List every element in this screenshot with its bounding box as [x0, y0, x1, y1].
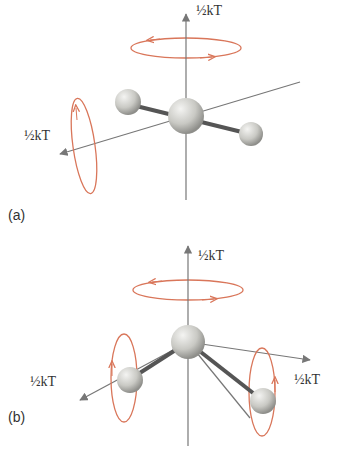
- energy-label: ½kT: [194, 3, 224, 18]
- panel-label: (b): [6, 410, 27, 425]
- bent-molecule: [80, 246, 310, 446]
- energy-label: ½kT: [28, 374, 58, 389]
- rotation-arrow: [152, 281, 162, 282]
- atom: [239, 122, 263, 146]
- rotation-arrow: [76, 108, 77, 120]
- rotation-arrow: [150, 39, 160, 40]
- rotation-ellipse: [66, 97, 101, 195]
- energy-label: ½kT: [196, 248, 226, 263]
- rotation-arrow: [200, 57, 212, 58]
- rotation-arrow: [202, 299, 214, 300]
- atom: [168, 98, 204, 134]
- panel-label: (a): [6, 208, 27, 223]
- atom: [115, 89, 141, 115]
- rotation-arrow: [275, 380, 276, 392]
- energy-label: ½kT: [292, 372, 322, 387]
- atom: [171, 325, 205, 359]
- rotation-axis: [60, 82, 300, 154]
- atom: [117, 367, 143, 393]
- linear-molecule: [60, 14, 300, 200]
- atom: [250, 388, 276, 414]
- rotation-arrow: [112, 364, 113, 376]
- energy-label: ½kT: [22, 128, 52, 143]
